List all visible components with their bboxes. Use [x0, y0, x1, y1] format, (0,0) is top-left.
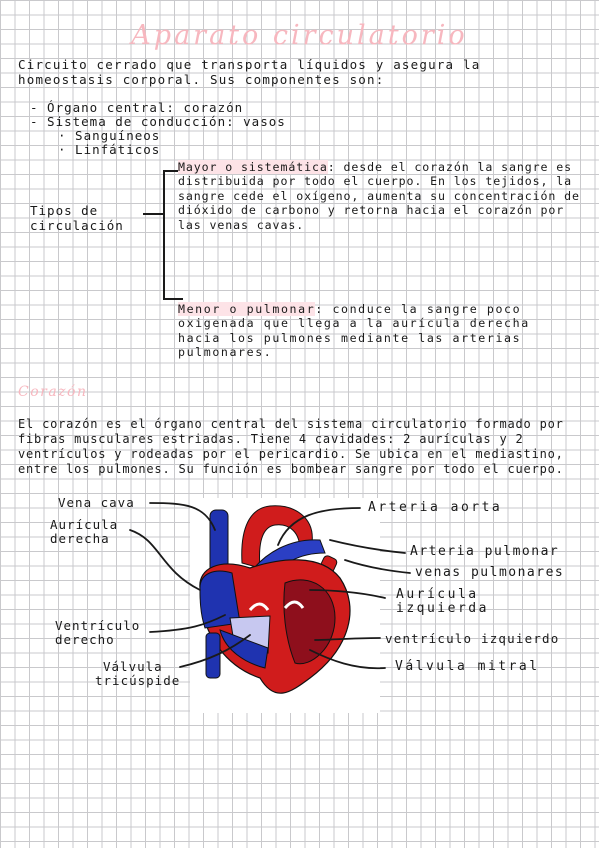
label-vena-cava: Vena cava	[58, 495, 135, 510]
circulacion-mayor-text: : desde el corazón la sangre es distribu…	[178, 160, 580, 232]
label-arteria-pulmonar: Arteria pulmonar	[410, 544, 560, 559]
list-subitem: · Linfáticos	[58, 142, 161, 157]
label-valvula-tricuspide: Válvula tricúspide	[95, 659, 181, 688]
brace-top	[163, 170, 179, 172]
valvula-mitral-shape	[283, 600, 305, 610]
label-ventriculo-izquierdo: ventrículo izquierdo	[385, 631, 560, 646]
list-item: - Órgano central: corazón	[30, 100, 244, 115]
components-list: - Órgano central: corazón - Sistema de c…	[30, 101, 286, 157]
label-ventriculo-derecho: Ventrículo derecho	[55, 618, 141, 647]
circulacion-menor-label: Menor o pulmonar	[178, 302, 316, 316]
intro-text: Circuito cerrado que transporta líquidos…	[18, 57, 481, 87]
brace-bottom	[163, 298, 183, 300]
label-venas-pulmonares: venas pulmonares	[415, 565, 565, 580]
corazon-text: El corazón es el órgano central del sist…	[18, 417, 564, 476]
valvula-tricuspide-shape	[248, 602, 270, 612]
list-item: - Sistema de conducción: vasos	[30, 114, 286, 129]
brace-vertical	[163, 170, 165, 300]
brace-connector	[143, 213, 164, 215]
ventriculo-derecho-lower-shape	[219, 629, 269, 669]
circulacion-menor: Menor o pulmonar: conduce la sangre poco…	[178, 302, 578, 360]
circulacion-menor-text: : conduce la sangre poco oxigenada que l…	[178, 302, 530, 360]
page-title: Aparato circulatorio	[131, 20, 468, 51]
circulacion-mayor-label: Mayor o sistemática	[178, 160, 328, 174]
label-valvula-mitral: Válvula mitral	[395, 659, 540, 674]
list-subitem: · Sanguíneos	[58, 128, 161, 143]
label-auricula-izquierda: Aurícula izquierda	[396, 587, 489, 616]
tipos-circulacion-label: Tipos de circulación	[30, 203, 124, 233]
circulacion-mayor: Mayor o sistemática: desde el corazón la…	[178, 160, 583, 232]
label-auricula-derecha: Aurícula derecha	[50, 517, 119, 546]
vena-cava-inferior-shape	[205, 632, 221, 679]
section-title-corazon: Corazón	[18, 384, 88, 400]
heart-diagram	[190, 498, 380, 713]
label-arteria-aorta: Arteria aorta	[368, 500, 503, 515]
